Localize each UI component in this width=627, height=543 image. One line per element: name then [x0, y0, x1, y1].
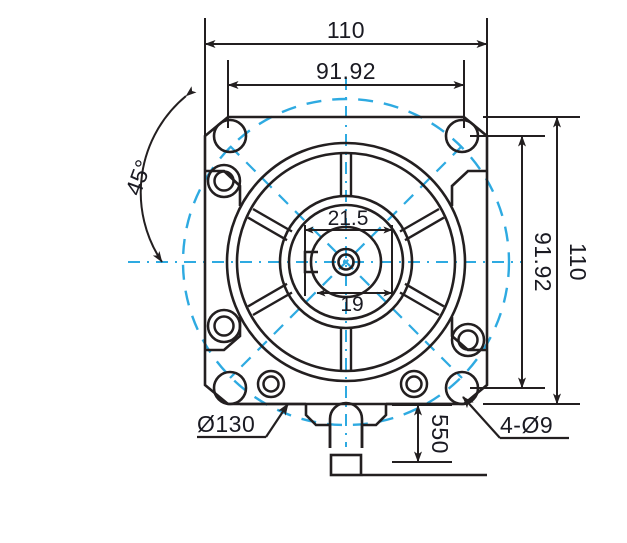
leader-line-4d9 — [462, 396, 501, 439]
rib-1b — [404, 216, 445, 242]
radial-ribs-group — [247, 153, 445, 371]
outer-ring-inner — [235, 151, 457, 373]
dim-label-hole-callout: 4-Ø9 — [500, 412, 553, 438]
top-dimensions-group — [204, 18, 488, 140]
dim-label-shaft-top: 21.5 — [328, 207, 369, 230]
dim-label-width-overall: 110 — [327, 17, 365, 43]
connector-base-profile-right — [360, 404, 388, 448]
connector-group — [240, 401, 487, 477]
dim-label-width-pattern: 91.92 — [316, 58, 376, 84]
dim-label-bolt-circle: Ø130 — [197, 411, 255, 437]
bolt-circle-dashed — [181, 97, 511, 427]
shaft-outer-circle — [331, 247, 361, 277]
mounting-hole-tl — [212, 118, 248, 154]
connector-base-profile — [304, 404, 332, 448]
boss-br — [450, 322, 486, 358]
rib-3b — [252, 207, 293, 233]
boss-bottom-right — [399, 369, 429, 399]
shaft-inner-circle — [337, 253, 355, 271]
boss-tl — [206, 163, 242, 199]
mid-ring-inner — [287, 203, 405, 321]
dim-label-height-overall: 110 — [565, 243, 591, 281]
shaft-dimensions-group — [304, 225, 393, 297]
angle-arc-45 — [139, 86, 197, 263]
dim-label-height-pattern: 91.92 — [530, 232, 556, 292]
rib-6b — [399, 291, 440, 317]
angle-dimension-group — [139, 86, 197, 263]
rib-1a — [399, 207, 440, 233]
mid-ring-outer — [278, 194, 414, 330]
mounting-hole-bl — [212, 370, 248, 406]
rib-4b — [247, 282, 288, 308]
rib-3a — [247, 216, 288, 242]
connector-body — [328, 401, 364, 448]
leader-line-d130 — [265, 403, 289, 438]
outer-ring-outer — [225, 141, 467, 383]
right-dimensions-group — [470, 116, 580, 405]
dim-label-shaft-bottom: 19 — [340, 293, 363, 316]
rib-4a — [252, 291, 293, 317]
bolt-circle-leader-group — [197, 403, 289, 439]
connector-dimension-group — [392, 404, 452, 463]
tapped-bosses-group — [206, 163, 486, 399]
corner-detail-tr — [450, 169, 487, 206]
motor-face-rings — [225, 141, 467, 383]
connector-cap — [329, 453, 363, 477]
boss-bl — [206, 308, 242, 344]
dim-label-angle: 45° — [120, 156, 157, 199]
flange-square-outline — [203, 115, 489, 406]
hole-callout-leader-group — [462, 396, 569, 440]
boss-bottom-left — [256, 369, 286, 399]
dim-label-connector: 550 — [427, 414, 453, 454]
rib-6a — [404, 282, 445, 308]
